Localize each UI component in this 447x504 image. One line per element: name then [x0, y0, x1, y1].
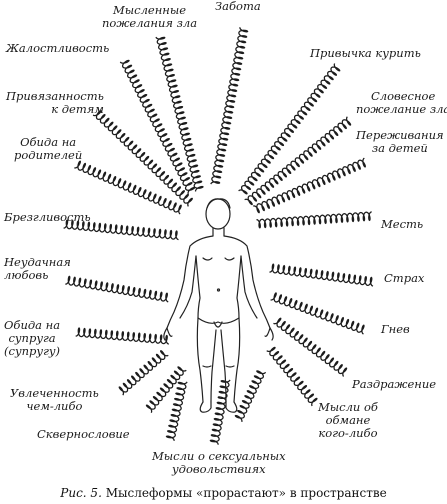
- label-uvlechennost: Увлеченность чем-либо: [10, 386, 99, 413]
- label-myslennye-pozhelaniya-zla: Мысленные пожелания зла: [102, 3, 198, 30]
- label-obida-na-supruga: Обида на супруга (супругу): [4, 318, 61, 358]
- spiral-privyazannost: [92, 110, 193, 207]
- caption-prefix: Рис. 5.: [60, 486, 102, 500]
- spiral-privychka: [238, 63, 341, 195]
- label-privychka-kurit: Привычка курить: [310, 46, 421, 60]
- label-privyazannost-k-detyam: Привязанность к детям: [6, 89, 104, 116]
- spiral-perezhivaniya: [253, 157, 366, 214]
- label-skvernoslovie: Сквернословие: [37, 427, 130, 441]
- spiral-zhalost: [119, 59, 196, 195]
- spiral-seks-1: [165, 381, 188, 441]
- spiral-obida-rod: [74, 160, 182, 215]
- spiral-brezglivost: [63, 219, 179, 241]
- spiral-slovesnoe: [244, 116, 352, 206]
- spiral-obida-supr: [75, 327, 170, 345]
- spiral-seks-3: [234, 370, 267, 422]
- label-mysli-o-seksualnyh-udovolstviyah: Мысли о сексуальных удовольствиях: [152, 449, 286, 476]
- label-mysli-ob-obmane: Мысли об обмане кого-либо: [318, 400, 378, 440]
- spiral-gnev: [270, 292, 365, 335]
- spiral-razdrazhenie: [273, 317, 348, 377]
- label-neudachnaya-lyubov: Неудачная любовь: [4, 255, 71, 282]
- label-perezhivaniya-za-detej: Переживания за детей: [356, 128, 444, 155]
- label-zabota: Забота: [215, 0, 261, 13]
- spiral-mest: [256, 211, 372, 229]
- spiral-strakh: [269, 263, 374, 287]
- label-zhalostlivost: Жалостливость: [6, 41, 110, 55]
- label-strakh: Страх: [384, 271, 425, 285]
- thoughtform-spirals: [63, 27, 374, 445]
- label-mest: Месть: [381, 217, 424, 231]
- label-obida-na-roditelej: Обида на родителей: [14, 135, 83, 162]
- label-brezglivost: Брезгливость: [4, 210, 91, 224]
- label-razdrazhenie: Раздражение: [352, 377, 437, 391]
- spiral-myslennye: [155, 36, 204, 192]
- spiral-uvlechennost: [118, 350, 169, 396]
- figure-caption: Рис. 5. Мыслеформы «прорастают» в простр…: [0, 486, 447, 500]
- human-figure: [163, 198, 274, 413]
- spiral-neudachnaya: [65, 275, 169, 303]
- label-slovesnoe-pozhelanie-zla: Словесное пожелание зла: [356, 89, 447, 116]
- caption-text: Мыслеформы «прорастают» в пространстве: [101, 486, 387, 500]
- spiral-mysli-obman: [266, 346, 318, 407]
- spiral-zabota: [210, 27, 249, 185]
- label-gnev: Гнев: [381, 322, 410, 336]
- spiral-skvernoslovie: [145, 366, 187, 413]
- spiral-seks-2: [209, 379, 231, 445]
